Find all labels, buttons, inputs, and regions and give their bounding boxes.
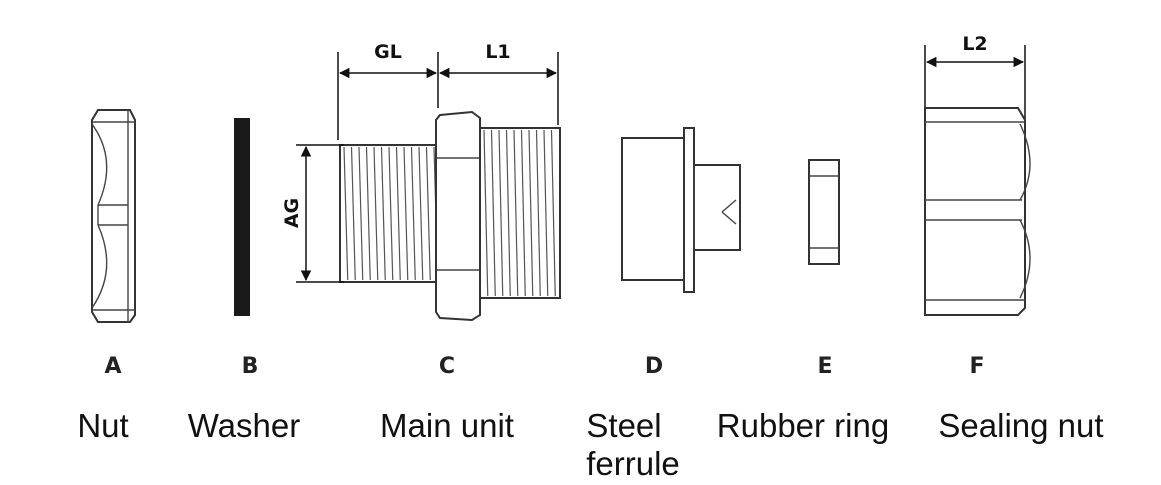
part-e-name: Rubber ring	[717, 407, 889, 444]
thread-line	[490, 129, 496, 297]
part-f-sealing-nut-drawing	[924, 107, 1031, 316]
thread-line	[418, 146, 424, 281]
part-f-name: Sealing nut	[938, 407, 1103, 444]
thread-line	[350, 146, 356, 281]
dimension-l1-label: L1	[485, 41, 510, 63]
thread-line	[395, 146, 401, 281]
thread-line	[535, 129, 541, 297]
thread-line	[388, 146, 394, 281]
part-c-name: Main unit	[380, 407, 514, 444]
thread-line	[520, 129, 526, 297]
part-e-rubber-ring-drawing	[808, 159, 840, 265]
part-d-steel-ferrule-drawing	[621, 127, 741, 293]
thread-line	[505, 129, 511, 297]
part-b-name: Washer	[188, 407, 300, 444]
part-b-letter: B	[242, 354, 259, 379]
thread-line	[373, 146, 379, 281]
part-d-letter: D	[645, 354, 663, 379]
dimension-l2-label: L2	[962, 33, 987, 55]
part-b-washer-drawing	[234, 118, 250, 316]
thread-line	[365, 146, 371, 281]
thread-line	[513, 129, 519, 297]
part-f-letter: F	[969, 354, 984, 379]
part-d-name-line-1: Steel	[586, 407, 661, 444]
part-d-name-line-2: ferrule	[586, 445, 680, 482]
part-e-letter: E	[817, 354, 832, 379]
part-a-nut-drawing	[91, 109, 136, 323]
thread-line	[498, 129, 504, 297]
thread-line	[483, 129, 489, 297]
thread-line	[550, 129, 556, 297]
thread-line	[343, 146, 349, 281]
part-a-name: Nut	[77, 407, 128, 444]
thread-line	[543, 129, 549, 297]
part-c-main-unit-drawing	[339, 110, 561, 322]
thread-line	[528, 129, 534, 297]
thread-line	[425, 146, 431, 281]
dimension-lines	[296, 45, 1026, 283]
thread-line	[358, 146, 364, 281]
part-a-letter: A	[104, 354, 121, 379]
thread-line	[380, 146, 386, 281]
thread-line	[410, 146, 416, 281]
dimension-gl-label: GL	[374, 41, 402, 63]
thread-line	[403, 146, 409, 281]
dimension-ag-label: AG	[281, 198, 303, 228]
part-c-letter: C	[439, 354, 455, 379]
